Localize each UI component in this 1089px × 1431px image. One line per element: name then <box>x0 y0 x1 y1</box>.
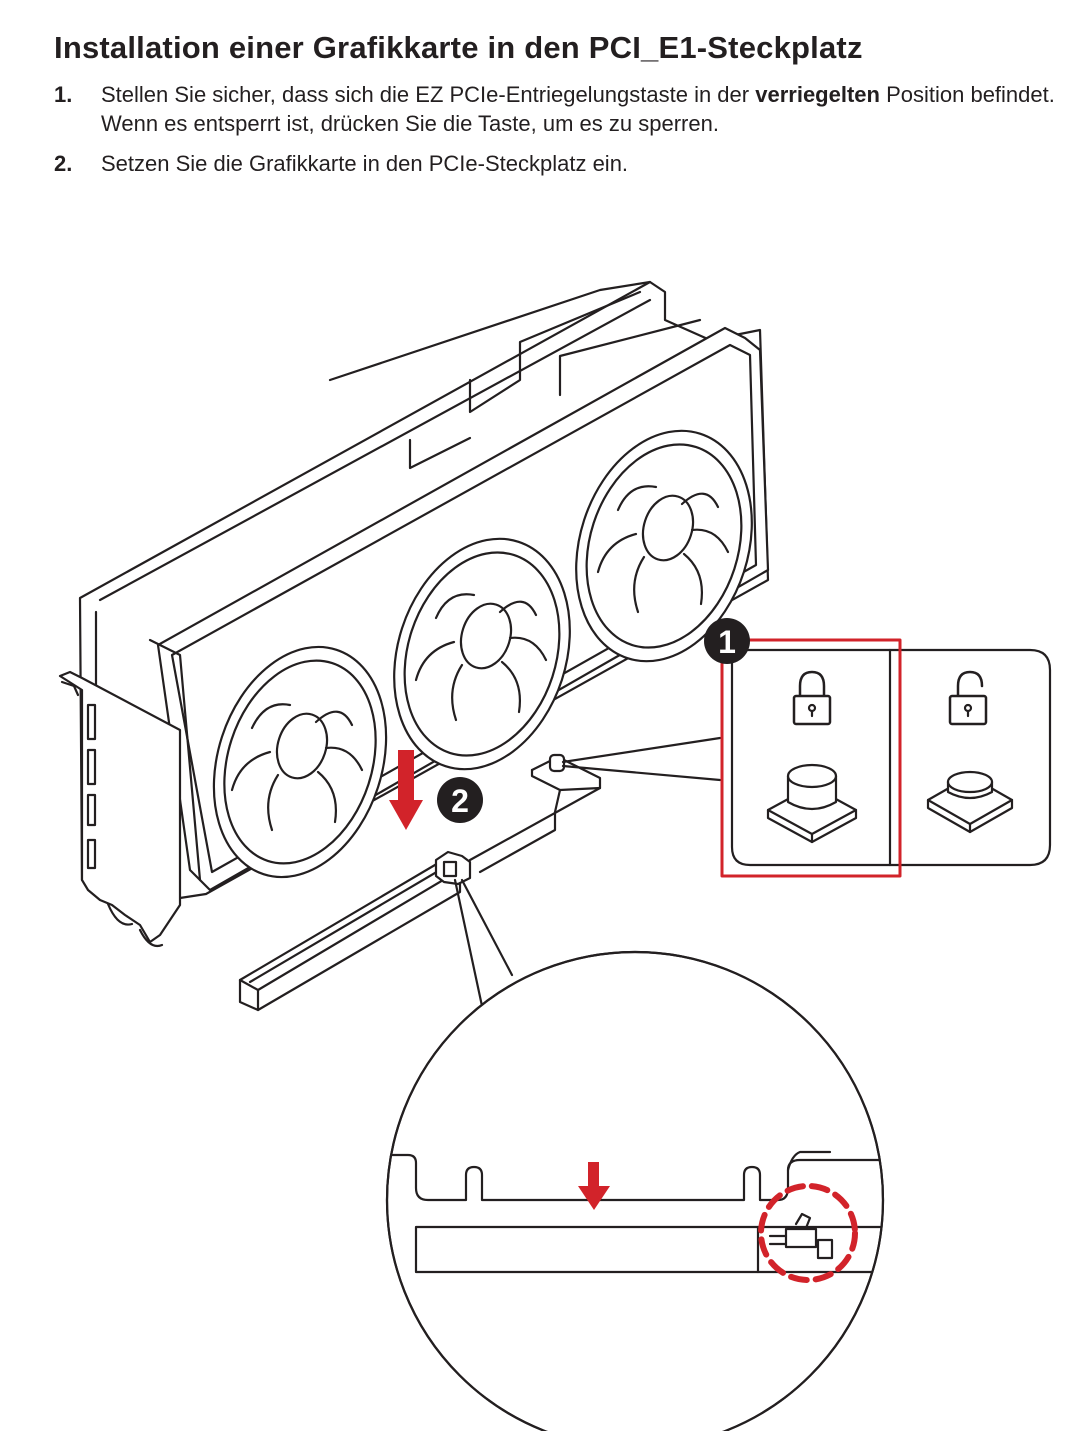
step-2-number: 2. <box>54 151 73 176</box>
lock-state-panel <box>720 638 1052 878</box>
installation-illustration: 2 <box>58 280 1052 1431</box>
lock-open-icon <box>948 670 988 726</box>
pcie-slot <box>238 850 472 1012</box>
step-1-number: 1. <box>54 82 73 107</box>
step-2-badge-label: 2 <box>451 783 469 819</box>
insert-down-arrow <box>389 750 423 830</box>
button-unlocked-state <box>926 770 1014 834</box>
step-1-badge-label: 1 <box>718 624 736 660</box>
button-locked-state <box>766 763 858 844</box>
io-bracket <box>58 670 182 948</box>
instruction-steps: 1. Stellen Sie sicher, dass sich die EZ … <box>54 80 1064 189</box>
fan-2 <box>393 537 571 771</box>
step-1-badge: 1 <box>704 618 750 664</box>
step-2: 2. Setzen Sie die Grafikkarte in den PCI… <box>54 149 1064 178</box>
ez-release-button <box>468 736 722 874</box>
graphics-card <box>58 280 770 948</box>
step-2-text: Setzen Sie die Grafikkarte in den PCIe-S… <box>101 151 629 176</box>
step-2-badge: 2 <box>437 777 483 823</box>
step-1-text-after: Position befindet. Wenn es entsperrt ist… <box>101 82 1055 136</box>
latch-highlight-circle <box>758 1183 858 1283</box>
latch-detail <box>768 1212 834 1260</box>
fan-1 <box>212 645 388 879</box>
step-1: 1. Stellen Sie sicher, dass sich die EZ … <box>54 80 1064 138</box>
page-title: Installation einer Grafikkarte in den PC… <box>54 30 863 65</box>
step-1-text-bold: verriegelten <box>755 82 880 107</box>
step-1-text-before: Stellen Sie sicher, dass sich die EZ PCI… <box>101 82 756 107</box>
zoom-detail <box>385 950 885 1431</box>
lock-closed-icon <box>792 670 832 726</box>
zoom-down-arrow <box>578 1162 610 1210</box>
fan-3 <box>575 429 753 663</box>
